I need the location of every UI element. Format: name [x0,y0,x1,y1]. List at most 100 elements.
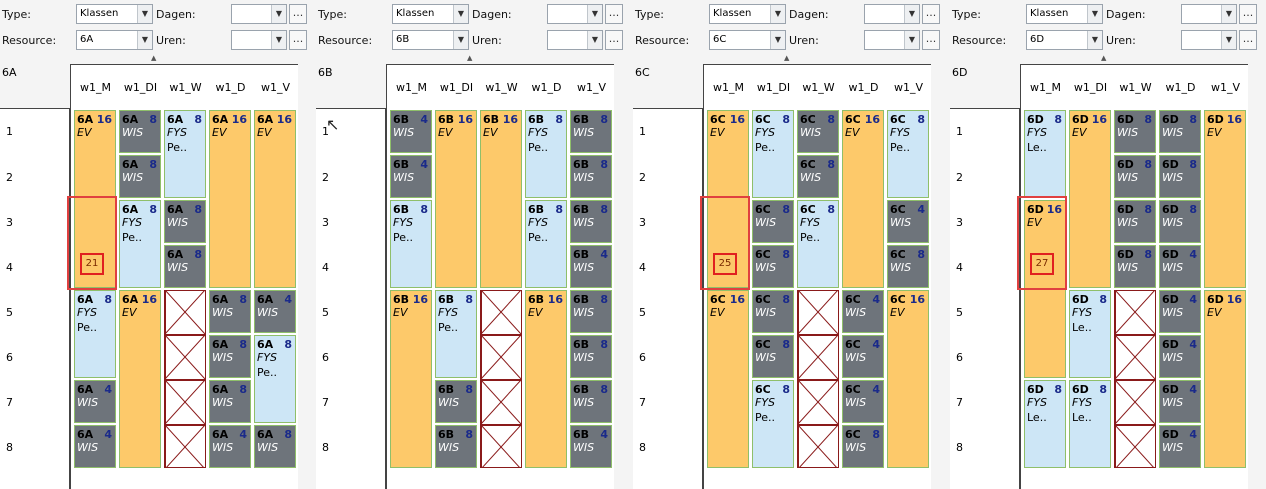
chevron-down-icon[interactable]: ▼ [587,31,602,49]
chevron-down-icon[interactable]: ▼ [587,5,602,23]
chevron-down-icon[interactable]: ▼ [137,5,152,23]
dagen-select[interactable]: ▼ [1181,4,1237,24]
uren-browse-button[interactable]: ... [922,30,940,50]
chevron-down-icon[interactable]: ▼ [1221,31,1236,49]
chevron-down-icon[interactable]: ▼ [271,31,286,49]
column-header[interactable]: w1_DI [123,81,158,94]
column-header[interactable]: w1_DI [1073,81,1108,94]
column-header[interactable]: w1_DI [756,81,791,94]
dagen-select[interactable]: ▼ [231,4,287,24]
chevron-down-icon[interactable]: ▼ [137,31,152,49]
column-header[interactable]: w1_M [80,81,111,94]
type-select[interactable]: Klassen▼ [709,4,786,24]
column-header[interactable]: w1_V [1210,81,1241,94]
resource-select[interactable]: 6A▼ [76,30,153,50]
chevron-down-icon[interactable]: ▼ [904,31,919,49]
column-header[interactable]: w1_D [531,81,562,94]
column-header[interactable]: w1_D [1165,81,1196,94]
chevron-down-icon[interactable]: ▼ [770,5,785,23]
uren-select[interactable]: ▼ [231,30,287,50]
uren-browse-button[interactable]: ... [605,30,623,50]
chevron-down-icon[interactable]: ▼ [1221,5,1236,23]
type-select[interactable]: Klassen▼ [76,4,153,24]
dagen-select[interactable]: ▼ [864,4,920,24]
uren-browse-button[interactable]: ... [1239,30,1257,50]
column-header[interactable]: w1_M [396,81,427,94]
dagen-browse-button[interactable]: ... [605,4,623,24]
column-header[interactable]: w1_D [215,81,246,94]
collapse-caret-icon[interactable]: ▲ [784,54,790,62]
column-header[interactable]: w1_M [713,81,744,94]
column-header[interactable]: w1_V [893,81,924,94]
dagen-select[interactable]: ▼ [547,4,603,24]
resource-select[interactable]: 6D▼ [1026,30,1103,50]
type-select[interactable]: Klassen▼ [392,4,469,24]
dagen-browse-button[interactable]: ... [1239,4,1257,24]
column-header[interactable]: w1_V [260,81,291,94]
chevron-down-icon[interactable]: ▼ [453,31,468,49]
column-header[interactable]: w1_V [576,81,607,94]
chevron-down-icon[interactable]: ▼ [453,5,468,23]
column-header[interactable]: w1_W [169,81,202,94]
resource-select[interactable]: 6B▼ [392,30,469,50]
